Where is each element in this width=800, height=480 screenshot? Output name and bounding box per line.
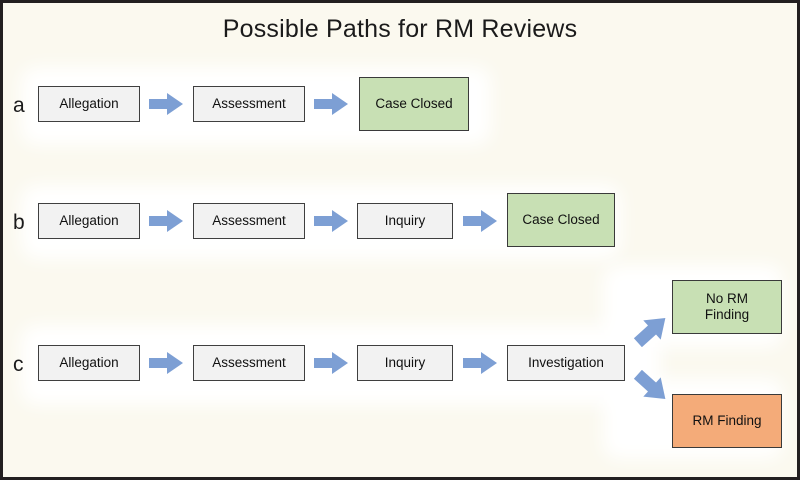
node-c-inquiry[interactable]: Inquiry (357, 345, 453, 381)
node-b-case-closed[interactable]: Case Closed (507, 193, 615, 247)
node-a-case-closed[interactable]: Case Closed (359, 77, 469, 131)
arrow-c-branch-down-icon (633, 370, 671, 404)
node-c-allegation[interactable]: Allegation (38, 345, 140, 381)
row-label-a: a (13, 94, 25, 117)
node-c-assessment[interactable]: Assessment (193, 345, 305, 381)
arrow-c-2-icon (314, 352, 348, 374)
arrow-c-3-icon (463, 352, 497, 374)
row-label-b: b (13, 211, 25, 234)
page-title: Possible Paths for RM Reviews (222, 15, 578, 43)
row-label-c: c (13, 353, 24, 376)
arrow-b-1-icon (149, 210, 183, 232)
arrow-c-branch-up-icon (633, 313, 671, 347)
node-b-inquiry[interactable]: Inquiry (357, 203, 453, 239)
node-a-allegation[interactable]: Allegation (38, 86, 140, 122)
arrow-a-2-icon (314, 93, 348, 115)
node-b-assessment[interactable]: Assessment (193, 203, 305, 239)
node-c-no-rm-finding[interactable]: No RM Finding (672, 280, 782, 334)
no-rm-finding-line2: Finding (704, 307, 750, 322)
arrow-b-2-icon (314, 210, 348, 232)
arrow-c-1-icon (149, 352, 183, 374)
node-a-assessment[interactable]: Assessment (193, 86, 305, 122)
arrow-a-1-icon (149, 93, 183, 115)
node-b-allegation[interactable]: Allegation (38, 203, 140, 239)
no-rm-finding-line1: No RM (705, 291, 748, 307)
arrow-b-3-icon (463, 210, 497, 232)
node-c-rm-finding[interactable]: RM Finding (672, 394, 782, 448)
node-c-investigation[interactable]: Investigation (507, 345, 625, 381)
